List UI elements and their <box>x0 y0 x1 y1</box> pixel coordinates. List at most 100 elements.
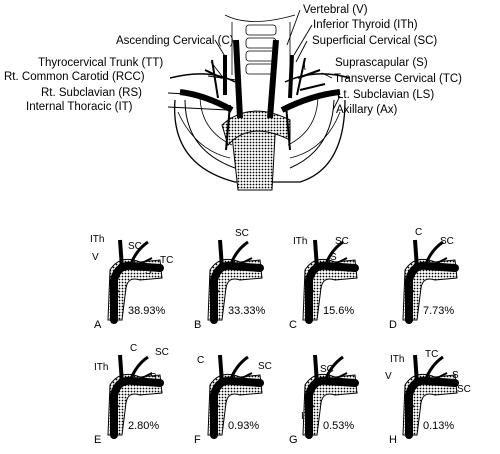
branch-vessel <box>406 289 414 309</box>
variant-letter: B <box>194 319 201 331</box>
variant-branch-label: ITh <box>94 362 108 373</box>
variant-H: ITh TC V S SC 0.13% H <box>385 349 471 446</box>
variant-branch-label: TC <box>345 264 358 275</box>
subclavian-trunk <box>305 261 359 324</box>
variant-letter: H <box>389 434 397 446</box>
branch-vessel <box>111 404 119 424</box>
branch-vessel <box>128 355 149 382</box>
variant-branch-label: ITh <box>293 236 307 247</box>
variant-branch-label: S <box>330 252 337 263</box>
branch-vessel <box>423 355 444 382</box>
variant-branch-label: C <box>197 355 204 366</box>
branch-vessel <box>306 404 314 424</box>
branch-vessel <box>235 257 253 267</box>
variant-letter: D <box>389 319 397 331</box>
branch-vessel <box>323 355 344 382</box>
variant-branch-label: S <box>452 370 459 381</box>
variant-letter: G <box>289 434 298 446</box>
subclavian-trunk <box>405 376 459 439</box>
branch-vessel <box>430 257 448 267</box>
branch-vessel <box>313 239 319 269</box>
label-transverse-cervical: Transverse Cervical (TC) <box>334 73 462 85</box>
variant-percent: 7.73% <box>423 305 454 317</box>
variant-letter: F <box>194 434 201 446</box>
variant-branch-label: SC <box>128 241 142 252</box>
variant-percent: 33.33% <box>228 305 266 317</box>
variant-branch-label: SC <box>258 361 272 372</box>
branch-vessel <box>228 240 249 267</box>
subclavian-trunk <box>110 261 164 324</box>
variant-branch-label: SC <box>320 364 334 375</box>
branch-vessel <box>218 354 224 384</box>
variant-branch-label: SC <box>335 236 349 247</box>
leader-lines <box>167 9 341 111</box>
variant-letter: C <box>289 319 297 331</box>
variant-branch-label: C <box>415 227 422 238</box>
branch-vessel <box>413 354 419 384</box>
variant-branch-label: S <box>145 266 152 277</box>
variant-branch-label: TC <box>160 255 173 266</box>
label-vertebral: Vertebral (V) <box>303 4 368 16</box>
subclavian-trunk <box>305 376 359 439</box>
branch-vessel <box>228 355 249 382</box>
variant-letter: E <box>94 434 101 446</box>
subclavian-trunk <box>110 376 164 439</box>
variant-percent: 2.80% <box>128 420 159 432</box>
subclavian-trunk <box>210 376 264 439</box>
anatomy-labels: Vertebral (V) Inferior Thyroid (ITh) Asc… <box>4 4 462 116</box>
variant-percent: 0.93% <box>228 420 259 432</box>
variant-percent: 38.93% <box>128 305 166 317</box>
variant-branch-label: IT <box>111 295 120 306</box>
anatomy-illustration <box>169 14 351 191</box>
label-superficial-cervical: Superficial Cervical (SC) <box>312 35 437 47</box>
variant-branch-label: SC <box>457 384 471 395</box>
variant-branch-label: S <box>150 372 157 383</box>
variant-branch-label: V <box>92 252 99 263</box>
label-rt-subclavian: Rt. Subclavian (RS) <box>41 87 142 99</box>
variant-letter: A <box>94 319 102 331</box>
label-ascending-cervical: Ascending Cervical (C) <box>116 35 234 47</box>
label-lt-subclavian: Lt. Subclavian (LS) <box>337 89 434 101</box>
branch-vessel <box>211 289 219 309</box>
variant-F: C SC 0.93% F <box>194 354 272 446</box>
label-inferior-thyroid: Inferior Thyroid (ITh) <box>313 19 418 31</box>
branch-vessel <box>111 289 119 309</box>
branch-vessel <box>406 404 414 424</box>
branch-vessel <box>323 240 344 267</box>
label-axillary: Axillary (Ax) <box>336 104 398 116</box>
variant-branch-label: SC <box>155 347 169 358</box>
branch-vessel <box>235 372 253 382</box>
variant-branch-label: TC <box>425 349 438 360</box>
label-rt-common-carotid: Rt. Common Carotid (RCC) <box>4 71 145 83</box>
branch-vessel <box>118 354 124 384</box>
label-internal-thoracic: Internal Thoracic (IT) <box>26 101 133 113</box>
branch-vessel <box>313 354 319 384</box>
variant-branch-label: ITh <box>90 234 104 245</box>
variant-branch-label: ITh <box>390 354 404 365</box>
variant-branch-label: C <box>130 343 137 354</box>
label-suprascapular: Suprascapular (S) <box>335 57 428 69</box>
branch-vessel <box>306 289 314 309</box>
variant-branch-label: SC <box>440 236 454 247</box>
branch-vessel <box>135 372 153 382</box>
subclavian-trunk <box>405 261 459 324</box>
variant-branch-label: SC <box>235 228 249 239</box>
variant-branch-label: IT <box>301 411 310 422</box>
variant-percent: 0.13% <box>423 420 454 432</box>
subclavian-trunk <box>210 261 264 324</box>
branch-vessel <box>218 239 224 269</box>
variant-branch-label: V <box>385 371 392 382</box>
branch-vessel <box>330 257 348 267</box>
label-thyrocervical-trunk: Thyrocervical Trunk (TT) <box>38 57 163 69</box>
branch-vessel <box>118 239 124 269</box>
branch-vessel <box>423 240 444 267</box>
branch-vessel <box>413 239 419 269</box>
branch-vessel <box>330 372 348 382</box>
branch-vessel <box>430 372 448 382</box>
